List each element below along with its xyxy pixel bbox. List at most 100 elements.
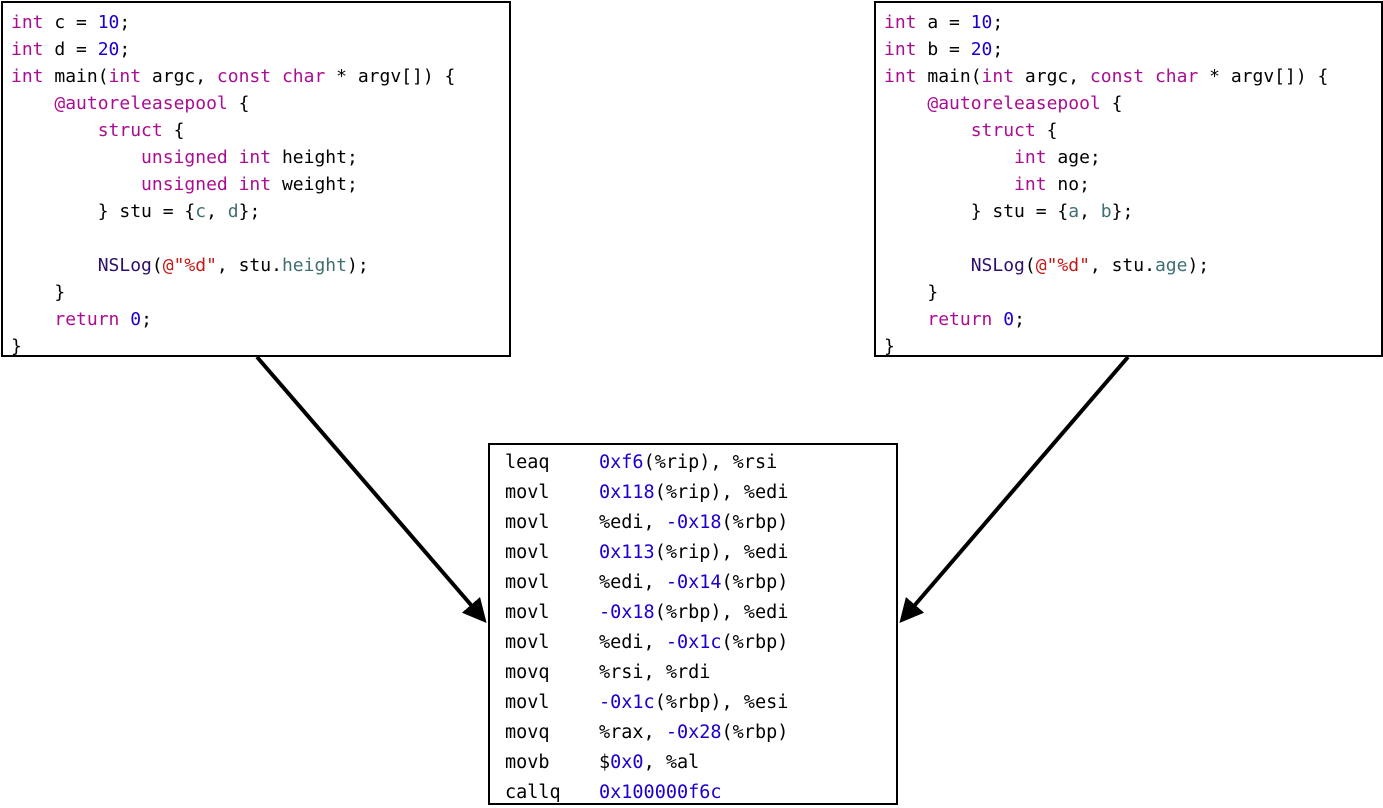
assembly-operands: -0x1c(%rbp), %esi — [599, 692, 788, 713]
code-token: struct — [97, 120, 163, 141]
code-token: int — [981, 66, 1015, 87]
code-token: ; — [141, 309, 152, 330]
code-token: int — [884, 66, 917, 87]
code-token: age; — [1046, 147, 1101, 168]
code-token: , stu. — [216, 255, 282, 276]
code-token: unsigned — [141, 147, 228, 168]
right-source-code-box: int a = 10;int b = 20;int main(int argc,… — [874, 1, 1383, 357]
code-token: height; — [271, 147, 358, 168]
left-code-line — [11, 225, 455, 252]
right-code-line: @autoreleasepool { — [884, 90, 1328, 117]
assembly-operand-token: 0xf6 — [599, 452, 644, 473]
code-token — [11, 309, 54, 330]
right-to-assembly-arrow — [899, 355, 1130, 624]
code-token: @autoreleasepool — [54, 93, 228, 114]
assembly-operand-token: -0x1c — [665, 632, 722, 653]
code-token: 20 — [970, 39, 993, 60]
code-token: { — [1100, 93, 1123, 114]
assembly-operands: %edi, -0x1c(%rbp) — [599, 632, 788, 653]
code-token: 10 — [970, 12, 993, 33]
right-code-line: } — [884, 333, 1328, 360]
code-token: b — [1100, 201, 1112, 222]
code-token: char — [1154, 66, 1199, 87]
assembly-instruction: movq%rax, -0x28(%rbp) — [505, 718, 788, 748]
code-token — [992, 309, 1003, 330]
right-code-line: NSLog(@"%d", stu.age); — [884, 252, 1328, 279]
code-token: NSLog — [970, 255, 1025, 276]
code-token: @"%d" — [162, 255, 217, 276]
assembly-operand-token: (%rbp), %esi — [654, 692, 789, 713]
code-token: argc, — [141, 66, 217, 87]
code-token — [11, 120, 98, 141]
assembly-instruction: movl-0x18(%rbp), %edi — [505, 598, 788, 628]
code-token: int — [1014, 147, 1047, 168]
left-to-assembly-arrow — [255, 355, 487, 624]
right-code-line: struct { — [884, 117, 1328, 144]
assembly-instruction: movl%edi, -0x14(%rbp) — [505, 568, 788, 598]
assembly-opcode: movb — [505, 752, 550, 773]
code-token: int — [1014, 174, 1047, 195]
assembly-operands: 0xf6(%rip), %rsi — [599, 452, 777, 473]
code-token — [884, 255, 971, 276]
code-token: , — [1079, 201, 1101, 222]
code-token: int — [11, 39, 44, 60]
code-token: return — [927, 309, 993, 330]
code-token — [228, 174, 239, 195]
code-token: main( — [916, 66, 982, 87]
code-token — [119, 309, 130, 330]
right-code-line — [884, 225, 1328, 252]
assembly-operand-token: %edi, — [599, 632, 666, 653]
code-token: , — [206, 201, 228, 222]
code-token — [228, 147, 239, 168]
assembly-operand-token: -0x28 — [665, 722, 722, 743]
code-token: 0 — [130, 309, 142, 330]
assembly-operand-token: (%rip), %edi — [654, 542, 789, 563]
assembly-operand-token: (%rbp), %edi — [654, 602, 789, 623]
assembly-operands: 0x100000f6c — [599, 782, 722, 803]
code-token: height — [281, 255, 347, 276]
code-token — [271, 66, 282, 87]
code-token: int — [11, 12, 44, 33]
code-token: @"%d" — [1035, 255, 1090, 276]
right-code-line: int main(int argc, const char * argv[]) … — [884, 63, 1328, 90]
assembly-opcode: movl — [505, 632, 550, 653]
code-token: { — [162, 120, 185, 141]
code-token: unsigned — [141, 174, 228, 195]
right-code-line: } stu = {a, b}; — [884, 198, 1328, 225]
code-token: ; — [119, 39, 131, 60]
code-token: 20 — [97, 39, 120, 60]
assembly-operand-token: , %al — [643, 752, 700, 773]
assembly-instruction: movl-0x1c(%rbp), %esi — [505, 688, 788, 718]
code-token: ); — [346, 255, 369, 276]
code-token: ; — [992, 39, 1004, 60]
left-code-line: @autoreleasepool { — [11, 90, 455, 117]
code-token — [11, 255, 98, 276]
code-token: ); — [1187, 255, 1210, 276]
code-token: a — [1068, 201, 1080, 222]
left-code-line: } — [11, 279, 455, 306]
code-token: int — [238, 147, 272, 168]
assembly-operand-token: -0x1c — [599, 692, 655, 713]
code-token: } — [11, 282, 66, 303]
assembly-operand-token: %rax, — [599, 722, 666, 743]
right-code-line: int b = 20; — [884, 36, 1328, 63]
code-token: int — [11, 66, 44, 87]
assembly-operands: %rsi, %rdi — [599, 662, 710, 683]
code-token: @autoreleasepool — [927, 93, 1101, 114]
assembly-operands: -0x18(%rbp), %edi — [599, 602, 788, 623]
code-token: ; — [119, 12, 131, 33]
code-token: * argv[]) { — [1198, 66, 1329, 87]
code-token: }; — [238, 201, 261, 222]
right-code-line: } — [884, 279, 1328, 306]
code-token: main( — [43, 66, 109, 87]
assembly-operand-token: (%rbp) — [721, 572, 789, 593]
assembly-opcode: movl — [505, 572, 550, 593]
assembly-instruction: movl %edi, -0x1c(%rbp) — [505, 628, 788, 658]
assembly-operand-token: $ — [599, 752, 611, 773]
code-token — [884, 93, 927, 114]
